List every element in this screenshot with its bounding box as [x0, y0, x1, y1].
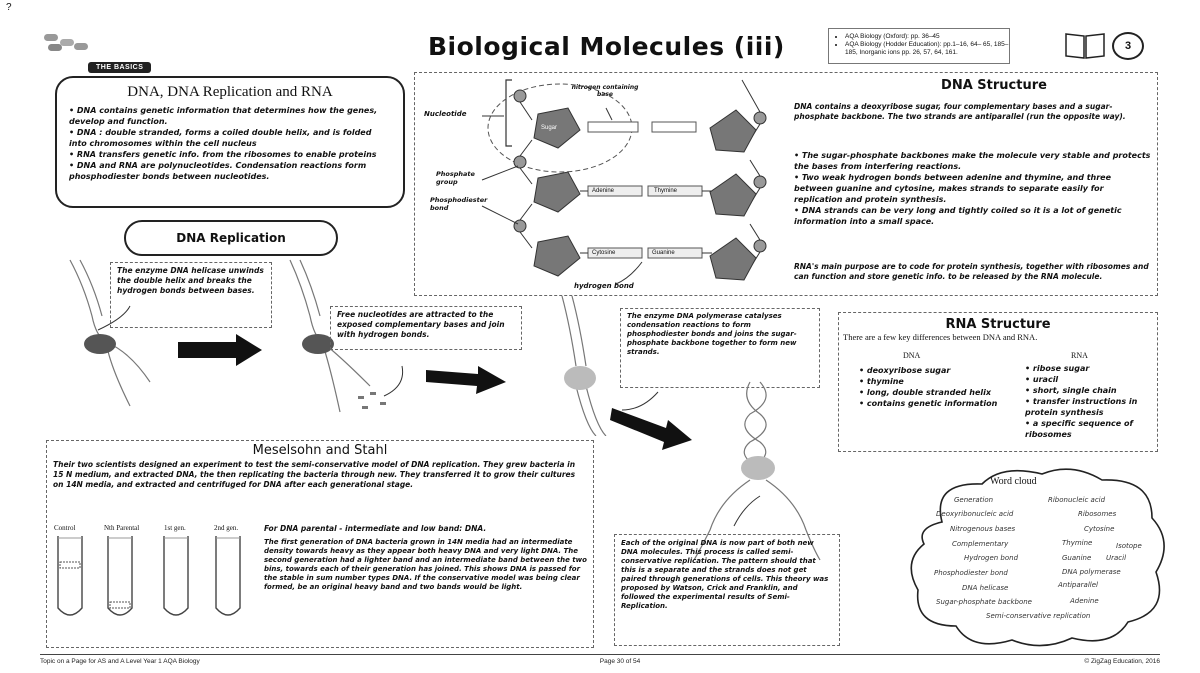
dna-structure-title: DNA Structure: [941, 78, 1047, 93]
word: Hydrogen bond: [964, 554, 1019, 562]
label-phosphate: Phosphate group: [436, 170, 475, 186]
footer-center: Page 30 of 54: [599, 658, 641, 665]
rna-item: uracil: [1025, 374, 1153, 385]
label-adenine: Adenine: [592, 188, 615, 194]
word: Cytosine: [1084, 525, 1115, 533]
word: Uracil: [1106, 554, 1127, 562]
label-hydrogen-bond: hydrogen bond: [574, 282, 634, 290]
tube-label: Control: [54, 524, 76, 532]
references-list: AQA Biology (Oxford): pp. 36–45 AQA Biol…: [829, 29, 1009, 57]
tube-label: 1st gen.: [164, 524, 186, 532]
word: Antiparallel: [1058, 581, 1098, 589]
intro-item: DNA and RNA are polynucleotides. Condens…: [69, 160, 391, 182]
nucleotide-diagram: [481, 79, 767, 285]
tube-label: Nth Parental: [104, 524, 140, 532]
rna-item: ribose sugar: [1025, 363, 1153, 374]
meselson-stahl-title: Meselsohn and Stahl: [252, 443, 388, 458]
helix-split-diagram: [610, 381, 821, 561]
structure-points: The sugar-phosphate backbones make the m…: [794, 150, 1152, 227]
rna-item: a specific sequence of ribosomes: [1025, 418, 1153, 440]
replication-note-1: The enzyme DNA helicase unwinds the doub…: [110, 262, 272, 328]
pill-capsules-icon: [44, 34, 88, 51]
replication-note-3: The enzyme DNA polymerase catalyses cond…: [620, 308, 820, 388]
footer-rule: [40, 654, 1160, 655]
results-title: For DNA parental - intermediate and low …: [264, 524, 487, 533]
page-number-badge: 3: [1112, 32, 1144, 60]
footer-left: Topic on a Page for AS and A Level Year …: [40, 658, 200, 665]
reference-item: AQA Biology (Oxford): pp. 36–45: [845, 33, 1009, 41]
replication-note-2: Free nucleotides are attracted to the ex…: [330, 306, 522, 350]
label-nucleotide: Nucleotide: [424, 110, 467, 118]
word: Thymine: [1062, 539, 1093, 547]
tube-label: 2nd gen.: [214, 524, 239, 532]
word: DNA polymerase: [1062, 568, 1121, 576]
word: Ribonucleic acid: [1048, 496, 1106, 504]
rna-list: ribose sugar uracil short, single chain …: [1025, 363, 1153, 440]
dna-replication-title: DNA Replication: [124, 220, 338, 256]
replication-diagram: [69, 259, 607, 436]
cloud-shape: [910, 468, 1165, 647]
meselson-stahl-text: Their two scientists designed an experim…: [53, 460, 576, 489]
references-box: AQA Biology (Oxford): pp. 36–45 AQA Biol…: [828, 28, 1010, 64]
intro-list: DNA contains genetic information that de…: [69, 105, 391, 182]
word: Deoxyribonucleic acid: [936, 510, 1014, 518]
dna-list: deoxyribose sugar thymine long, double s…: [859, 365, 999, 409]
rna-structure-title: RNA Structure: [945, 317, 1051, 332]
word: Phosphodiester bond: [934, 569, 1008, 577]
word: Generation: [954, 496, 994, 504]
rna-item: transfer instructions in protein synthes…: [1025, 396, 1153, 418]
the-basics-tag: THE BASICS: [88, 62, 152, 73]
footer-right: © ZigZag Education, 2016: [1084, 658, 1160, 665]
word-cloud-words: Generation Ribonucleic acid Deoxyribonuc…: [934, 490, 1164, 640]
replication-note-4: Each of the original DNA is now part of …: [614, 534, 840, 646]
book-icon: [1065, 33, 1105, 59]
intro-title: DNA, DNA Replication and RNA: [127, 84, 333, 100]
structure-point: The sugar-phosphate backbones make the m…: [794, 150, 1152, 172]
dna-column-head: DNA: [903, 351, 921, 360]
dna-item: contains genetic information: [859, 398, 999, 409]
structure-text-2: RNA's main purpose are to code for prote…: [794, 262, 1149, 281]
rna-structure-intro: There are a few key differences between …: [843, 332, 1038, 342]
label-sugar: Sugar: [541, 125, 558, 131]
intro-item: DNA contains genetic information that de…: [69, 105, 391, 127]
dna-structure-box: [414, 72, 1158, 296]
word: Isotope: [1116, 542, 1142, 550]
reference-item: AQA Biology (Hodder Education): pp.1–16,…: [845, 41, 1009, 57]
results-text: The first generation of DNA bacteria gro…: [264, 538, 587, 591]
word: Guanine: [1062, 554, 1092, 562]
page-title: Biological Molecules (iii): [428, 32, 785, 61]
structure-point: DNA strands can be very long and tightly…: [794, 205, 1152, 227]
word: Sugar-phosphate backbone: [936, 598, 1032, 606]
meselson-stahl-box: Meselsohn and Stahl Their two scientists…: [46, 440, 594, 648]
word: Nitrogenous bases: [950, 525, 1016, 533]
dna-item: deoxyribose sugar: [859, 365, 999, 376]
corner-mark: ?: [6, 2, 12, 13]
label-cytosine: Cytosine: [592, 250, 616, 256]
intro-box: DNA, DNA Replication and RNA DNA contain…: [55, 76, 405, 208]
word: Semi-conservative replication: [986, 612, 1091, 620]
dna-item: thymine: [859, 376, 999, 387]
structure-text-1: DNA contains a deoxyribose sugar, four c…: [794, 102, 1126, 121]
intro-item: DNA : double stranded, forms a coiled do…: [69, 127, 391, 149]
dna-item: long, double stranded helix: [859, 387, 999, 398]
word: DNA helicase: [962, 584, 1009, 592]
label-base: nitrogen containing base: [571, 84, 639, 98]
label-thymine: Thymine: [654, 188, 678, 194]
word: Complementary: [952, 540, 1009, 548]
rna-structure-box: RNA Structure There are a few key differ…: [838, 312, 1158, 452]
rna-column-head: RNA: [1071, 351, 1088, 360]
centrifuge-tubes-diagram: [57, 536, 241, 616]
pointer-arrow: [621, 391, 659, 411]
intro-item: RNA transfers genetic info. from the rib…: [69, 149, 391, 160]
label-phosphodiester: Phosphodiester bond: [430, 196, 488, 212]
structure-point: Two weak hydrogen bonds between adenine …: [794, 172, 1152, 205]
rna-item: short, single chain: [1025, 385, 1153, 396]
word: Adenine: [1070, 597, 1099, 605]
word-cloud-title: Word cloud: [990, 476, 1037, 487]
label-guanine: Guanine: [652, 250, 675, 256]
word: Ribosomes: [1078, 510, 1117, 518]
